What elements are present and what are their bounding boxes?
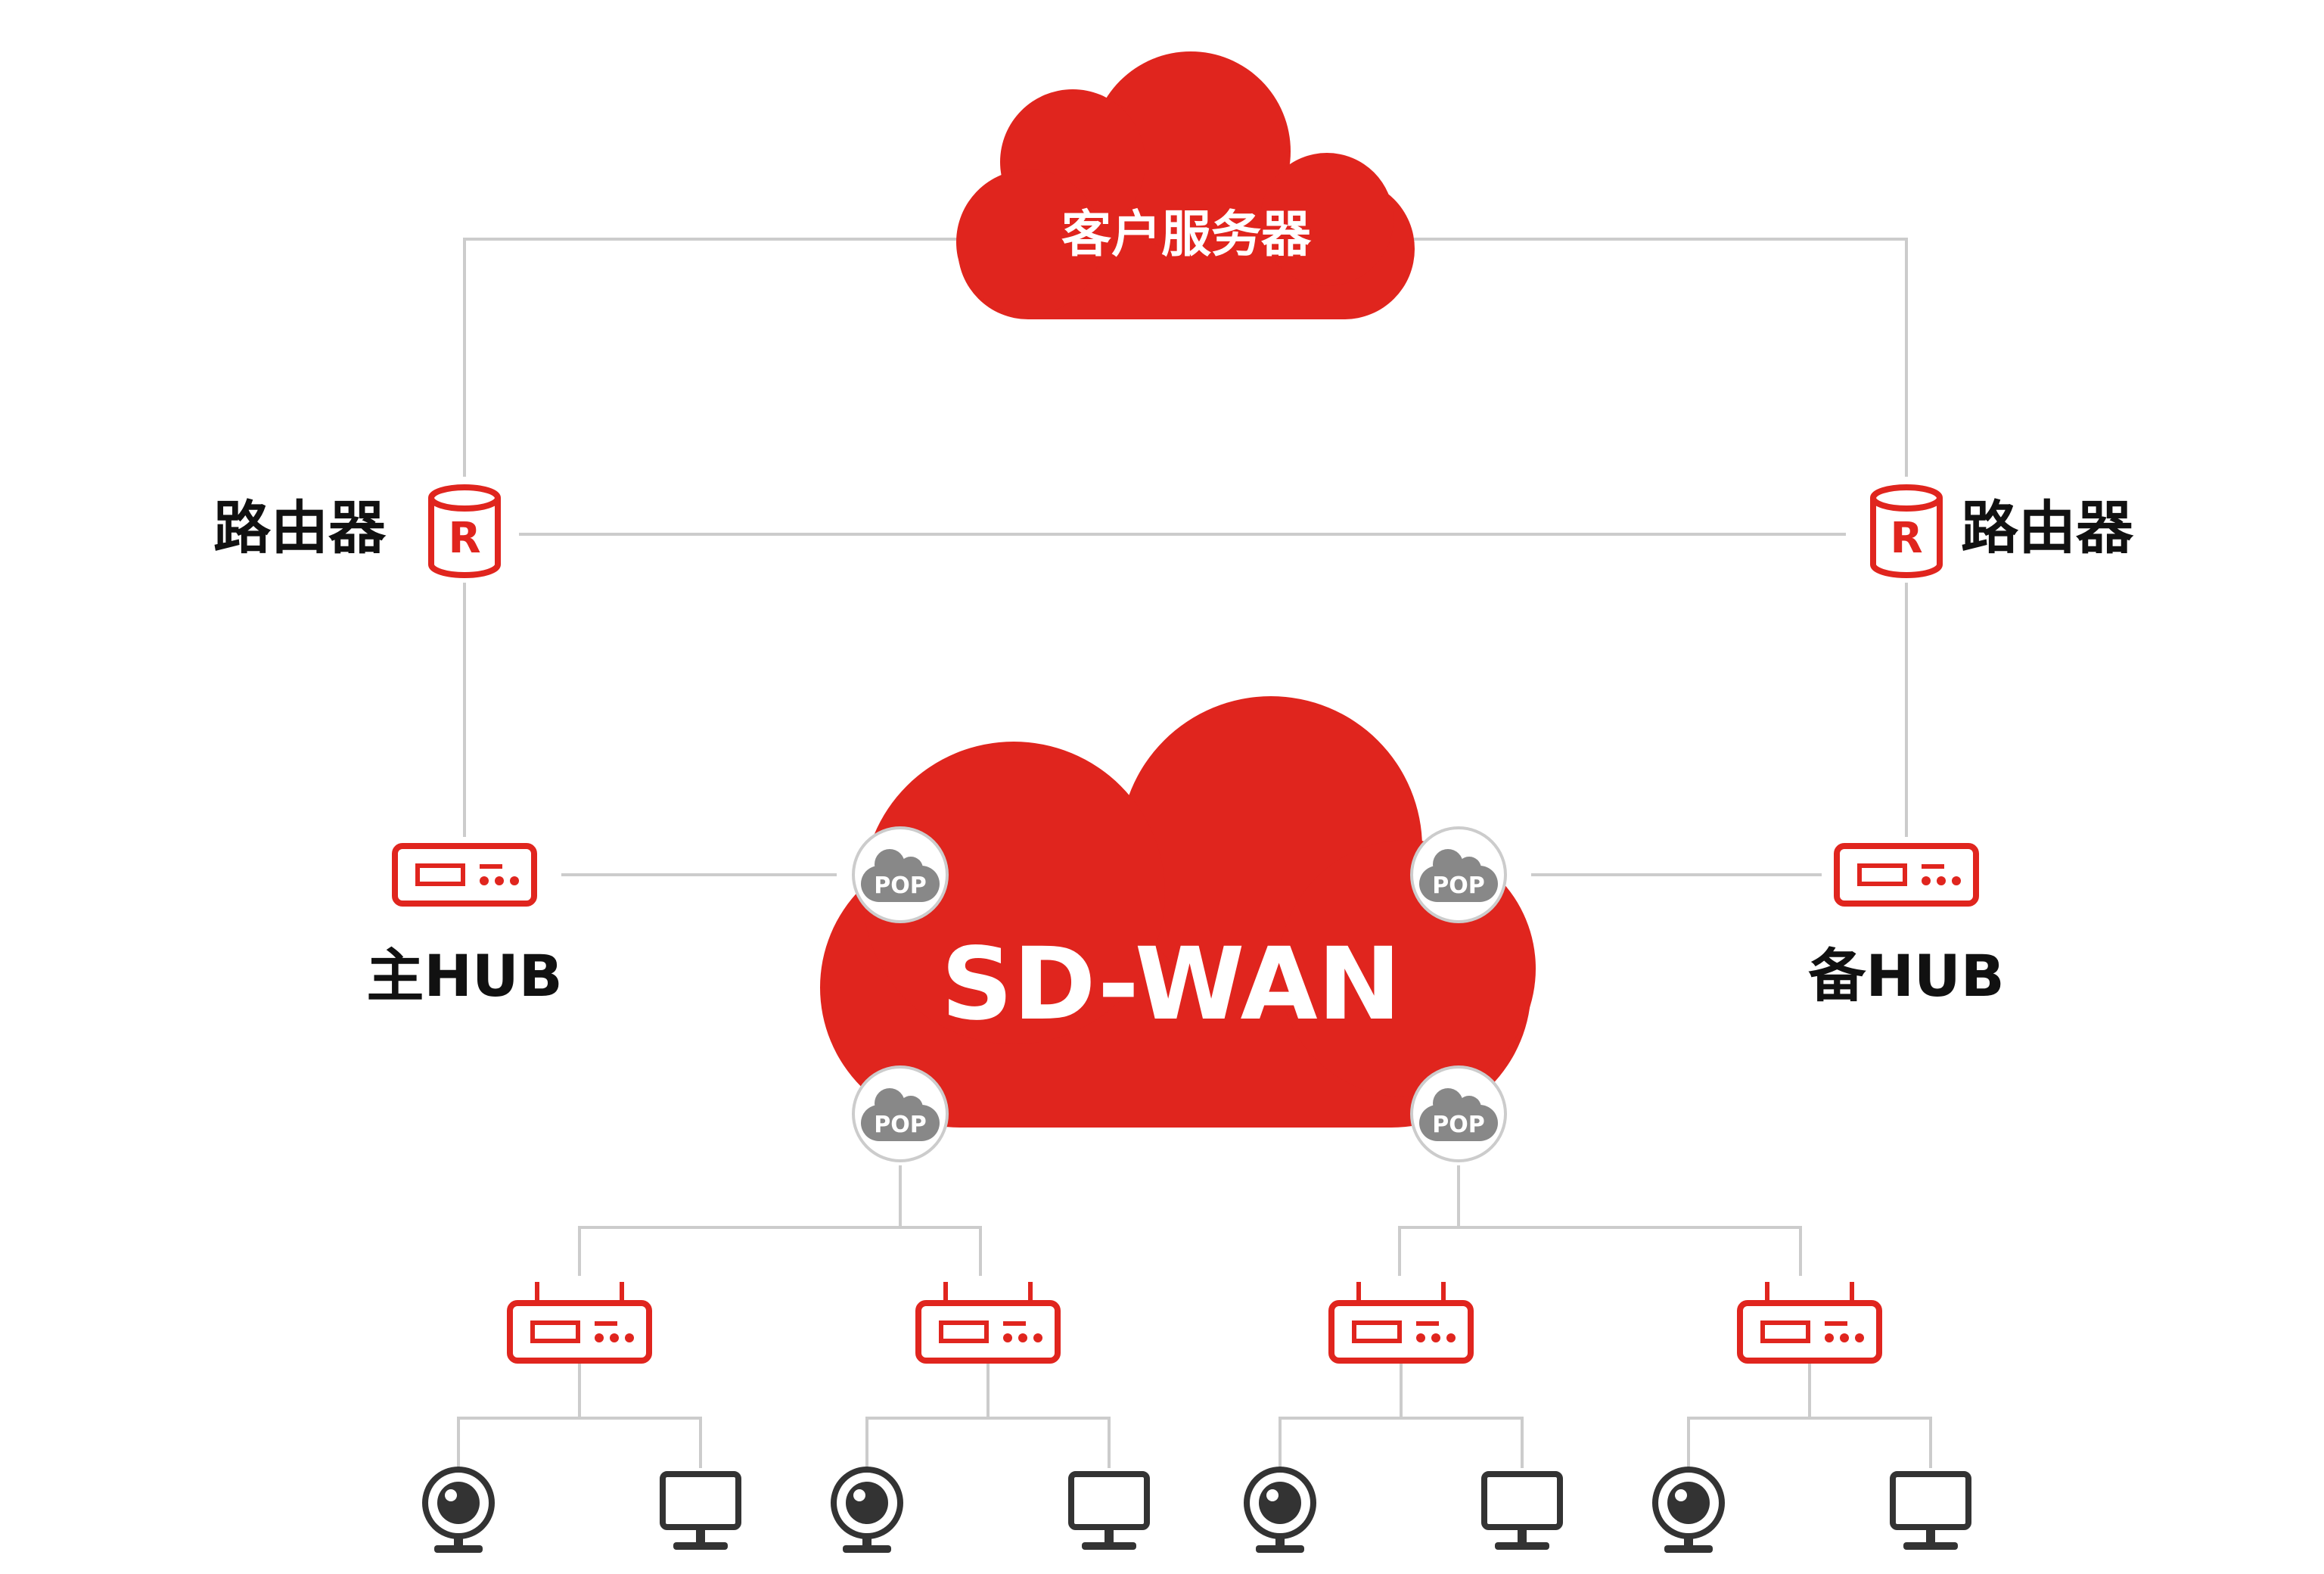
monitor-icon bbox=[660, 1471, 741, 1550]
pop-label: POP bbox=[874, 873, 926, 899]
customer-server-cloud bbox=[956, 51, 1415, 319]
pop-node-top-right: POP bbox=[1410, 826, 1507, 923]
pop-label: POP bbox=[1432, 873, 1484, 899]
backup-hub-icon bbox=[1834, 843, 1979, 907]
branch-router-icon bbox=[507, 1282, 652, 1364]
pop-label: POP bbox=[1432, 1112, 1484, 1138]
router-right-label: 路由器 bbox=[1961, 494, 2134, 561]
router-left-glyph: R bbox=[448, 514, 480, 563]
pop-label: POP bbox=[874, 1112, 926, 1138]
router-right-glyph: R bbox=[1890, 514, 1922, 563]
branch-router-icon bbox=[915, 1282, 1061, 1364]
camera-icon bbox=[1652, 1467, 1725, 1553]
customer-server-label: 客户服务器 bbox=[1061, 205, 1312, 263]
main-hub-label: 主HUB bbox=[366, 942, 562, 1009]
sdwan-cloud-label: SD-WAN bbox=[941, 926, 1401, 1043]
router-left-label: 路由器 bbox=[213, 494, 387, 561]
camera-icon bbox=[1244, 1467, 1316, 1553]
sdwan-cloud bbox=[820, 696, 1536, 1128]
pop-node-top-left: POP bbox=[852, 826, 949, 923]
router-right-icon: R bbox=[1870, 484, 1943, 578]
monitor-icon bbox=[1068, 1471, 1150, 1550]
branch-router-icon bbox=[1737, 1282, 1882, 1364]
monitor-icon bbox=[1890, 1471, 1971, 1550]
branch-router-icon bbox=[1328, 1282, 1474, 1364]
backup-hub-label: 备HUB bbox=[1808, 942, 2004, 1009]
main-hub-icon bbox=[392, 843, 537, 907]
line-cloud-to-right-router bbox=[1407, 238, 1908, 477]
router-left-icon: R bbox=[428, 484, 501, 578]
line-cloud-to-left-router bbox=[463, 238, 961, 477]
monitor-icon bbox=[1481, 1471, 1563, 1550]
camera-icon bbox=[831, 1467, 903, 1553]
pop-node-bottom-left: POP bbox=[852, 1065, 949, 1162]
connector-lines bbox=[457, 238, 1932, 1468]
pop-node-bottom-right: POP bbox=[1410, 1065, 1507, 1162]
camera-icon bbox=[422, 1467, 495, 1553]
